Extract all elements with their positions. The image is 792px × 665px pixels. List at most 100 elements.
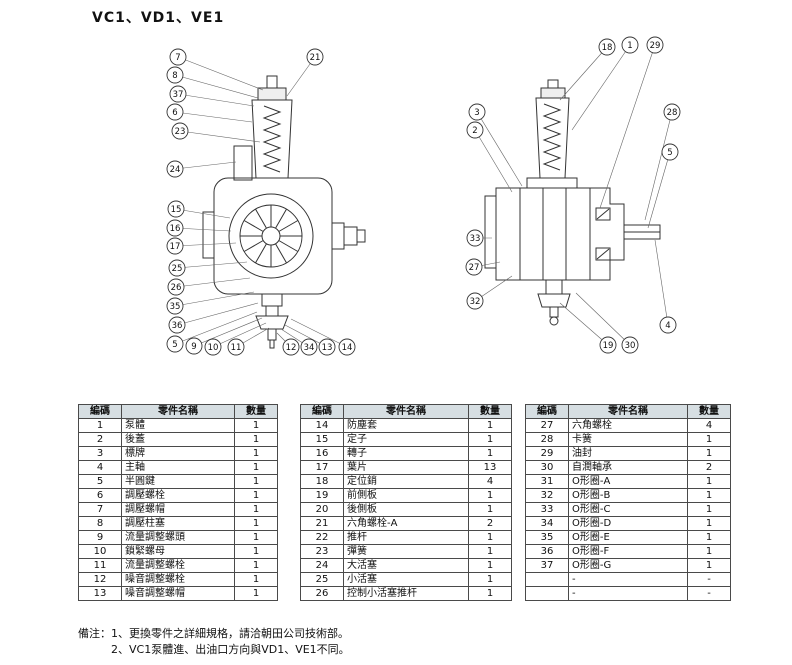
part-qty: 1 <box>468 502 512 517</box>
part-qty: 1 <box>468 432 512 447</box>
pump-side-section-view <box>484 79 661 326</box>
callout-number: 28 <box>667 108 678 118</box>
part-qty: 1 <box>687 446 731 461</box>
callout-balloon: 5 <box>661 143 679 161</box>
footnote-2: 2、VC1泵體進、出油口方向與VD1、VE1不同。 <box>111 643 350 656</box>
rotor-vanes <box>240 205 302 267</box>
part-code: 25 <box>300 572 344 587</box>
callout-balloon: 34 <box>300 338 318 356</box>
part-name: 控制小活塞推杆 <box>343 586 469 601</box>
part-code: 17 <box>300 460 344 475</box>
part-code: 6 <box>78 488 122 503</box>
callout-number: 15 <box>171 205 182 215</box>
part-code: 34 <box>525 516 569 531</box>
callout-number: 7 <box>175 53 180 63</box>
part-name: O形圈-D <box>568 516 688 531</box>
part-code: 12 <box>78 572 122 587</box>
part-code: 16 <box>300 446 344 461</box>
part-code: 5 <box>78 474 122 489</box>
callout-balloon: 10 <box>204 338 222 356</box>
callout-balloon: 28 <box>663 103 681 121</box>
part-code: 30 <box>525 460 569 475</box>
callout-balloon: 9 <box>185 337 203 355</box>
table-header-row: 編碼 零件名稱 數量 <box>525 404 731 419</box>
part-qty: 4 <box>687 418 731 433</box>
part-code: 26 <box>300 586 344 601</box>
part-name: 主軸 <box>121 460 235 475</box>
table-header-row: 編碼 零件名稱 數量 <box>78 404 278 419</box>
callout-number: 8 <box>172 71 177 81</box>
header-code: 編碼 <box>525 404 569 419</box>
part-qty: 1 <box>468 488 512 503</box>
callout-number: 37 <box>173 90 184 100</box>
callout-balloon: 29 <box>646 36 664 54</box>
part-code: 18 <box>300 474 344 489</box>
callout-number: 33 <box>470 234 481 244</box>
diagram-canvas: 7 8 37 6 23 24 15 16 17 25 26 35 36 5 9 … <box>166 36 681 356</box>
part-name: 標牌 <box>121 446 235 461</box>
callout-balloon: 1 <box>621 36 639 54</box>
callout-balloon: 23 <box>171 122 189 140</box>
part-code: 7 <box>78 502 122 517</box>
callout-number: 34 <box>304 343 315 353</box>
part-code: 14 <box>300 418 344 433</box>
part-qty: 1 <box>234 418 278 433</box>
part-name: 噪音調整螺栓 <box>121 572 235 587</box>
part-qty: 1 <box>468 530 512 545</box>
part-name: 調壓螺栓 <box>121 488 235 503</box>
part-qty: 1 <box>234 460 278 475</box>
callout-number: 36 <box>172 321 183 331</box>
callout-number: 29 <box>650 41 661 51</box>
callout-balloon: 4 <box>659 316 677 334</box>
part-name: O形圈-F <box>568 544 688 559</box>
part-qty: 1 <box>687 544 731 559</box>
callout-number: 32 <box>470 297 481 307</box>
part-code: 36 <box>525 544 569 559</box>
table-header-row: 編碼 零件名稱 數量 <box>300 404 512 419</box>
callout-number: 5 <box>667 148 672 158</box>
callout-number: 10 <box>208 343 219 353</box>
part-name: 調壓螺帽 <box>121 502 235 517</box>
part-qty: 1 <box>234 516 278 531</box>
part-code: 10 <box>78 544 122 559</box>
callout-balloon: 5 <box>166 335 184 353</box>
callout-balloon: 35 <box>166 297 184 315</box>
callout-balloon: 24 <box>166 160 184 178</box>
part-name: 定子 <box>343 432 469 447</box>
callout-balloon: 25 <box>168 259 186 277</box>
part-name: 葉片 <box>343 460 469 475</box>
part-code <box>525 572 569 587</box>
callout-number: 13 <box>322 343 333 353</box>
part-qty: 1 <box>234 432 278 447</box>
callout-balloon: 36 <box>168 316 186 334</box>
part-qty: 1 <box>234 558 278 573</box>
part-name: 噪音調整螺帽 <box>121 586 235 601</box>
callout-balloon: 11 <box>227 338 245 356</box>
part-qty: 13 <box>468 460 512 475</box>
callout-balloon: 2 <box>466 121 484 139</box>
callout-balloon: 17 <box>166 237 184 255</box>
part-name: 定位銷 <box>343 474 469 489</box>
part-code: 15 <box>300 432 344 447</box>
part-name: 調壓柱塞 <box>121 516 235 531</box>
part-name: 六角螺栓-A <box>343 516 469 531</box>
part-name: 彈簧 <box>343 544 469 559</box>
